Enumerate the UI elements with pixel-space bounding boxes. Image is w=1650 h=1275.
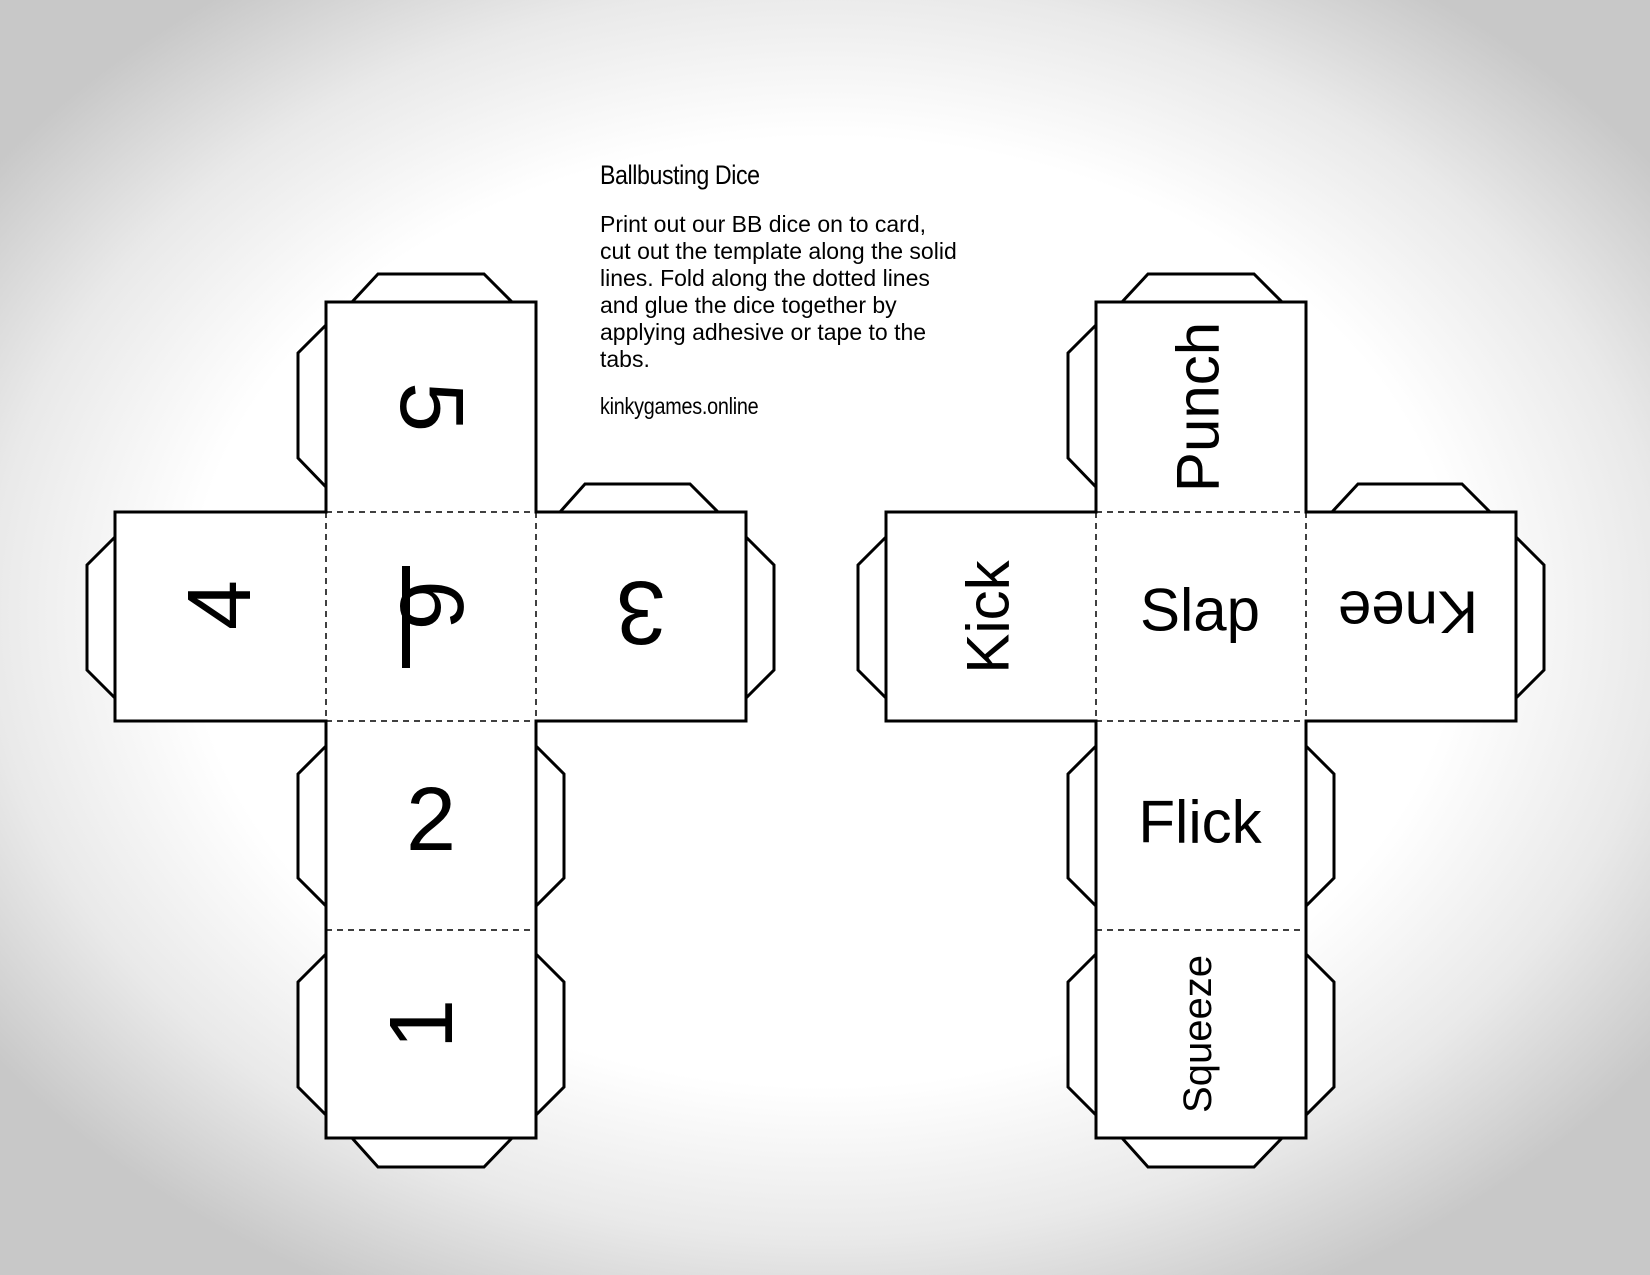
instruction-line: tabs. [600, 346, 650, 372]
six-underline-mark [402, 566, 410, 668]
website-label: kinkygames.online [600, 393, 759, 419]
instructions-text: Print out our BB dice on to card, cut ou… [600, 211, 1040, 373]
instructions-panel: Ballbusting Dice Print out our BB dice o… [600, 160, 1040, 420]
instruction-line: and glue the dice together by [600, 292, 897, 318]
face-lower-label: Flick [1138, 789, 1262, 856]
action-die-template [856, 272, 1546, 1169]
instruction-line: applying adhesive or tape to the [600, 319, 927, 345]
glue-tab [534, 950, 566, 1119]
face-left-label: Kick [955, 559, 1022, 673]
glue-tab [856, 533, 888, 702]
glue-tab [534, 742, 566, 910]
glue-tab [744, 533, 776, 702]
face-left-label: 4 [170, 580, 270, 630]
glue-tab [1304, 950, 1336, 1119]
face-center-label: 6 [381, 580, 481, 630]
glue-tab [1514, 533, 1546, 702]
face-lower-label: 2 [406, 770, 456, 870]
face-top-label: 5 [381, 382, 481, 432]
number-die-labels: 5 4 6 3 2 1 [170, 382, 666, 1049]
glue-tab [1328, 482, 1494, 514]
glue-tab [296, 950, 328, 1119]
glue-tab [1066, 950, 1098, 1119]
glue-tab [1118, 272, 1286, 304]
face-right-label: Knee [1338, 579, 1478, 646]
glue-tab [348, 1136, 516, 1169]
face-right-label: 3 [616, 562, 666, 662]
instruction-line: lines. Fold along the dotted lines [600, 265, 930, 291]
glue-tab [296, 742, 328, 910]
face-center-label: Slap [1140, 577, 1260, 644]
glue-tab [1066, 321, 1098, 491]
glue-tab [296, 321, 328, 491]
glue-tab [85, 533, 117, 702]
glue-tab [1304, 742, 1336, 910]
face-bottom-label: 1 [372, 999, 472, 1049]
glue-tab [348, 272, 516, 304]
glue-tab [556, 482, 722, 514]
document-title: Ballbusting Dice [600, 160, 760, 190]
number-die-template [85, 272, 776, 1169]
face-bottom-label: Squeeze [1176, 955, 1220, 1113]
face-top-label: Punch [1165, 322, 1232, 492]
instruction-line: cut out the template along the solid [600, 238, 957, 264]
action-die-labels: Punch Kick Slap Knee Flick Squeeze [955, 322, 1479, 1113]
glue-tab [1118, 1136, 1286, 1169]
glue-tab [1066, 742, 1098, 910]
instruction-line: Print out our BB dice on to card, [600, 211, 927, 237]
